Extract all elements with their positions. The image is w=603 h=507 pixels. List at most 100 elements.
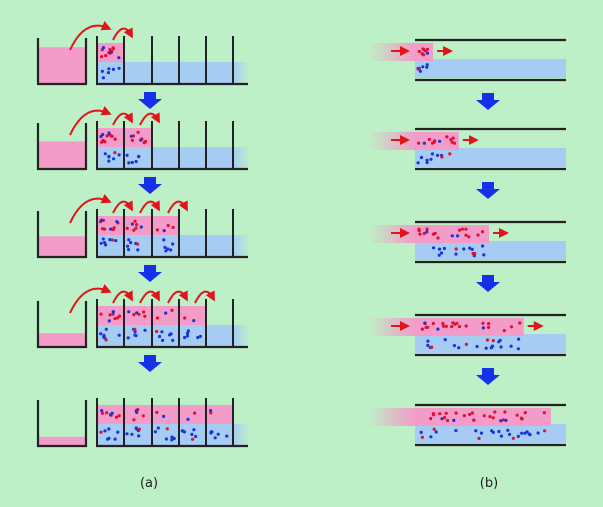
solute-particle-blue — [171, 242, 175, 246]
solute-particle-red — [418, 232, 422, 236]
solute-particle-blue — [507, 432, 512, 436]
solute-particle-red — [480, 230, 485, 234]
solute-particle-blue — [194, 434, 198, 439]
solute-particle-red — [417, 49, 421, 54]
solute-particle-blue — [509, 344, 513, 348]
solute-particle-red — [485, 338, 490, 342]
beaker-liquid — [39, 236, 85, 257]
solute-particle-blue — [136, 248, 140, 252]
solute-particle-red — [444, 411, 448, 415]
solute-particle-blue — [474, 429, 478, 433]
solute-particle-blue — [158, 334, 162, 339]
solute-particle-blue — [106, 71, 110, 75]
solute-particle-blue — [111, 310, 116, 314]
solute-particle-blue — [127, 161, 131, 165]
solute-particle-red — [133, 219, 137, 223]
solute-particle-red — [430, 345, 434, 349]
solute-particle-blue — [117, 56, 121, 60]
solute-particle-red — [107, 51, 111, 55]
solute-particle-blue — [506, 428, 510, 432]
solute-particle-blue — [103, 241, 107, 245]
solute-particle-red — [454, 411, 458, 415]
solute-particle-blue — [110, 411, 114, 415]
solute-particle-red — [111, 228, 115, 232]
solute-particle-blue — [99, 241, 103, 245]
solute-particle-blue — [186, 417, 190, 421]
solute-particle-blue — [438, 139, 442, 143]
beaker — [36, 301, 88, 349]
transfer-arrow — [112, 200, 133, 214]
solute-particle-blue — [164, 437, 168, 441]
solute-particle-red — [468, 412, 472, 416]
solute-particle-red — [155, 228, 159, 232]
solute-particle-blue — [100, 218, 104, 222]
solute-particle-blue — [418, 69, 422, 73]
solute-particle-red — [518, 321, 522, 325]
solute-particle-blue — [192, 319, 196, 323]
solute-particle-blue — [108, 238, 112, 242]
solute-particle-red — [457, 324, 462, 329]
solute-particle-red — [429, 417, 433, 421]
solute-particle-blue — [130, 222, 134, 226]
solute-particle-red — [420, 435, 424, 439]
solute-particle-red — [464, 324, 468, 328]
solute-particle-red — [420, 327, 424, 331]
solute-particle-blue — [170, 438, 174, 442]
solute-particle-blue — [468, 246, 472, 250]
solute-particle-blue — [100, 69, 104, 73]
step-arrow — [138, 177, 162, 194]
lower-phase — [415, 59, 566, 78]
solute-particle-blue — [479, 431, 484, 435]
transfer-arrow — [112, 290, 133, 304]
solute-particle-blue — [117, 333, 121, 337]
solute-particle-blue — [416, 161, 420, 165]
stage-b-4 — [368, 313, 566, 385]
solute-particle-red — [104, 54, 108, 58]
solute-particle-red — [422, 231, 426, 236]
solute-particle-red — [155, 316, 160, 320]
transfer-arrow — [69, 284, 112, 314]
solute-particle-red — [417, 141, 421, 145]
solute-particle-blue — [99, 134, 103, 139]
solute-particle-red — [433, 231, 437, 235]
solute-particle-blue — [499, 345, 503, 349]
solute-particle-blue — [436, 153, 440, 157]
solute-particle-blue — [100, 409, 104, 413]
solute-particle-blue — [213, 436, 217, 440]
solute-particle-blue — [103, 152, 107, 156]
solute-particle-blue — [101, 46, 106, 50]
solute-particle-blue — [156, 426, 160, 430]
solute-particle-red — [464, 233, 468, 237]
solute-particle-red — [135, 223, 139, 227]
solute-particle-red — [441, 321, 445, 326]
solute-particle-blue — [484, 346, 488, 350]
solute-particle-blue — [450, 234, 454, 238]
solute-particle-blue — [109, 50, 113, 55]
solute-particle-red — [134, 226, 138, 230]
upper-phase — [415, 43, 434, 61]
solute-particle-red — [493, 410, 497, 414]
solute-particle-blue — [462, 247, 466, 251]
solute-particle-blue — [115, 220, 119, 224]
solute-particle-blue — [196, 335, 200, 340]
transfer-arrow — [69, 106, 112, 136]
solute-particle-blue — [422, 141, 426, 145]
transfer-arrow — [139, 290, 160, 304]
solute-particle-red — [519, 416, 524, 420]
solute-particle-blue — [162, 229, 166, 233]
lower-phase — [98, 235, 233, 256]
solute-particle-blue — [134, 334, 138, 338]
solute-particle-blue — [209, 409, 213, 413]
solute-particle-red — [451, 321, 455, 325]
transfer-arrow — [112, 112, 133, 126]
solute-particle-red — [476, 233, 480, 237]
solute-particle-red — [191, 437, 195, 441]
solute-particle-blue — [163, 245, 167, 249]
solute-particle-blue — [436, 327, 440, 331]
solute-particle-red — [165, 427, 169, 431]
solute-particle-red — [100, 55, 104, 59]
solute-particle-red — [142, 310, 146, 314]
solute-particle-red — [445, 418, 450, 423]
solute-particle-blue — [112, 157, 116, 161]
solute-particle-blue — [114, 239, 118, 243]
